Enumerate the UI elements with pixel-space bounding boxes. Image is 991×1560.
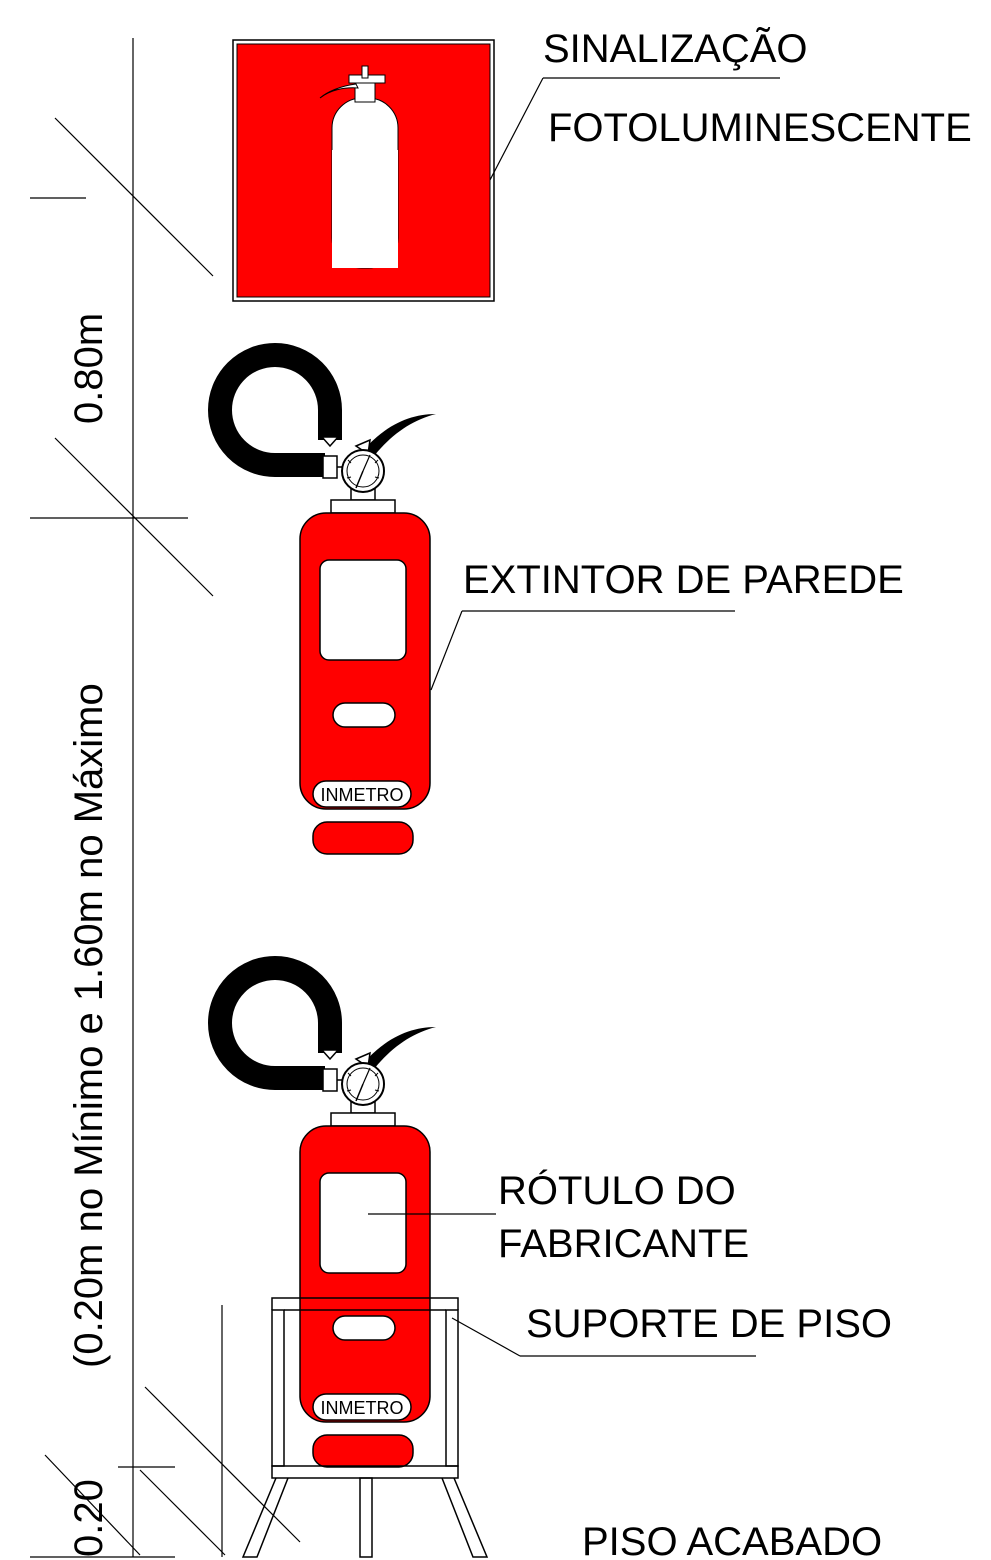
dimension-lines xyxy=(30,38,301,1558)
inmetro-tag-floor: INMETRO xyxy=(321,1398,404,1418)
fire-extinguisher-sign xyxy=(232,39,495,302)
floor-extinguisher: INMETRO xyxy=(220,968,436,1468)
floor-support-label: SUPORTE DE PISO xyxy=(526,1302,892,1346)
wall-extinguisher: INMETRO xyxy=(220,355,436,855)
manufacturer-label-line1: RÓTULO DO xyxy=(498,1168,736,1213)
extinguisher-pictogram-icon xyxy=(319,65,399,269)
wall-extinguisher-label: EXTINTOR DE PAREDE xyxy=(463,558,904,602)
finished-floor-label: PISO ACABADO xyxy=(582,1520,882,1560)
dimension-range: (0.20m no Mínimo e 1.60m no Máximo xyxy=(67,683,111,1368)
signage-label-line1: SINALIZAÇÃO xyxy=(543,26,808,71)
dimension-upper: 0.80m xyxy=(67,313,111,424)
manufacturer-label-line2: FABRICANTE xyxy=(498,1222,749,1266)
dimension-lower: 0.20 xyxy=(67,1479,111,1557)
floor-support-stand xyxy=(241,1297,489,1558)
inmetro-tag: INMETRO xyxy=(321,785,404,805)
signage-label-line2: FOTOLUMINESCENTE xyxy=(548,106,972,150)
leader-lines xyxy=(368,77,780,1357)
